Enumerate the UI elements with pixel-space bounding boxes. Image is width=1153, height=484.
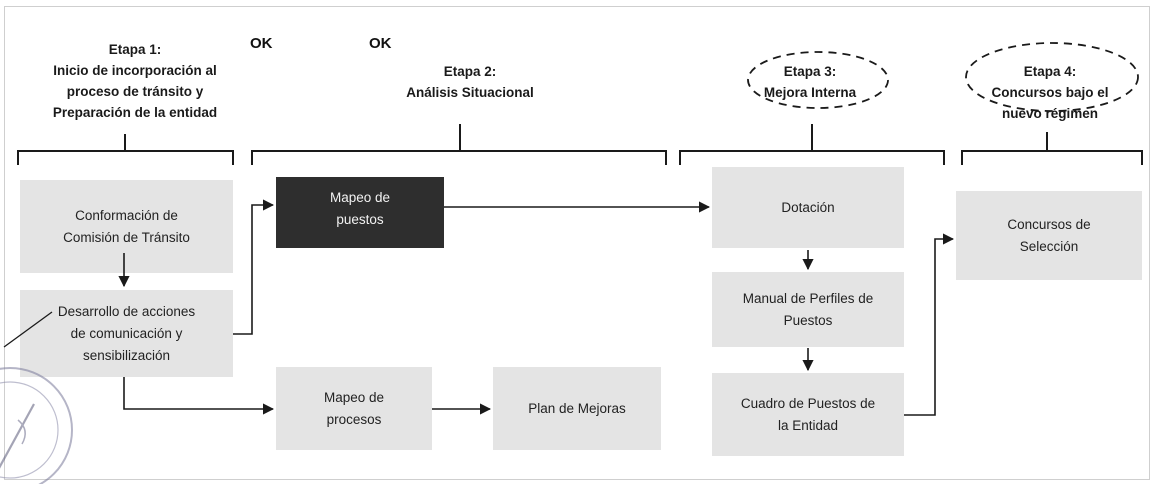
arrow-desarrollo-to-mapeo-puestos	[233, 199, 275, 335]
box-text-line: Plan de Mejoras	[528, 400, 626, 416]
stage-4-title: Etapa 4: Concursos bajo el nuevo régimen	[960, 61, 1140, 124]
box-text-line: puestos	[336, 212, 384, 227]
box-mapeo-procesos: Mapeo de procesos	[276, 367, 432, 450]
box-dotacion: Dotación	[712, 167, 904, 248]
arrow-cuadro-to-concursos	[904, 233, 955, 416]
stage-4-dashed-ellipse	[965, 42, 1139, 112]
stage-1-brace	[17, 134, 234, 165]
stage-2-title-line: Etapa 2:	[443, 64, 497, 79]
stage-4-title-line: Concursos bajo el	[991, 85, 1109, 100]
box-text-line: Mapeo de	[329, 190, 391, 205]
box-manual-perfiles: Manual de Perfiles de Puestos	[712, 272, 904, 347]
box-conformacion: Conformación de Comisión de Tránsito	[20, 180, 233, 273]
seal-stamp	[0, 367, 73, 484]
stage-3-brace	[679, 124, 945, 165]
stage-3-title-line: Mejora Interna	[763, 85, 857, 100]
ok-mark-2: OK	[369, 35, 392, 52]
stage-1-title-line: Inicio de incorporación al	[53, 63, 217, 78]
stage-3-title: Etapa 3: Mejora Interna	[720, 61, 900, 103]
stage-4-brace	[961, 132, 1143, 165]
box-text-line: la Entidad	[777, 417, 839, 433]
box-text-line: de comunicación y	[70, 325, 183, 341]
box-text-line: Puestos	[783, 312, 833, 328]
stage-3-dashed-ellipse	[747, 51, 889, 109]
box-desarrollo: Desarrollo de acciones de comunicación y…	[20, 290, 233, 377]
box-text-line: Dotación	[781, 199, 835, 215]
box-text-line: procesos	[326, 411, 382, 427]
box-text-line: Selección	[1019, 238, 1079, 254]
box-text-line: Mapeo de	[323, 389, 385, 405]
box-plan-mejoras: Plan de Mejoras	[493, 367, 661, 450]
stage-3-title-line: Etapa 3:	[783, 64, 837, 79]
diagram-frame	[4, 6, 1150, 480]
box-text-line: Comisión de Tránsito	[63, 229, 190, 245]
box-cuadro-puestos: Cuadro de Puestos de la Entidad	[712, 373, 904, 456]
stage-1-title-line: proceso de tránsito y	[66, 84, 204, 99]
stage-1-title: Etapa 1: Inicio de incorporación al proc…	[20, 39, 250, 123]
annotation-pointer-line	[3, 311, 53, 348]
box-text-line: Desarrollo de acciones	[57, 303, 196, 319]
stage-1-title-line: Preparación de la entidad	[52, 105, 218, 120]
box-text-line: Cuadro de Puestos de	[740, 395, 876, 411]
ok-mark-1: OK	[250, 35, 273, 52]
stage-1-title-line: Etapa 1:	[108, 42, 162, 57]
box-text-line: Concursos de	[1007, 216, 1091, 232]
box-text-line: sensibilización	[82, 347, 171, 363]
box-mapeo-puestos: Mapeo de puestos	[276, 177, 444, 248]
stage-2-title-line: Análisis Situacional	[406, 85, 534, 100]
stage-2-title: Etapa 2: Análisis Situacional	[360, 61, 580, 103]
box-text-line: Conformación de	[75, 207, 178, 223]
box-text-line: Manual de Perfiles de	[742, 290, 874, 306]
stage-2-brace	[251, 124, 667, 165]
arrow-desarrollo-to-mapeo-procesos	[123, 377, 275, 415]
stage-4-title-line: Etapa 4:	[1023, 64, 1077, 79]
box-concursos: Concursos de Selección	[956, 191, 1142, 280]
